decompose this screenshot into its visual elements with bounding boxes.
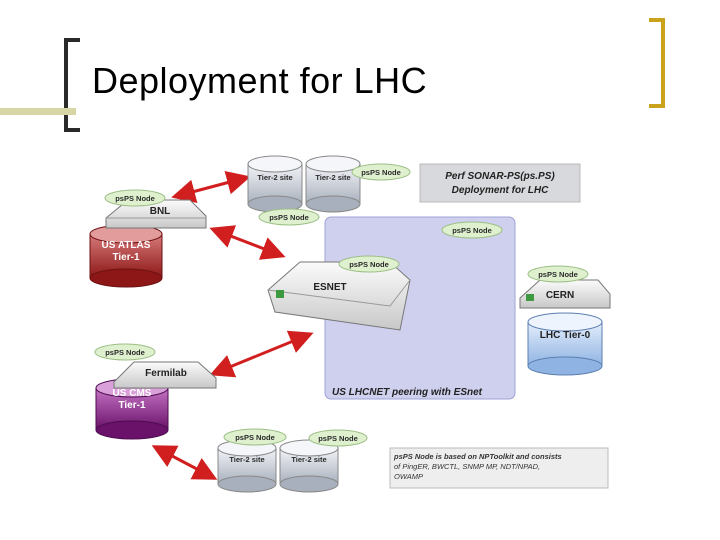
us-cms-label-line2: Tier-1 bbox=[118, 400, 145, 411]
ps-node-fermilab: psPS Node bbox=[94, 343, 156, 361]
lhc-tier0-label: LHC Tier-0 bbox=[540, 330, 591, 341]
diagram-title-line2: Deployment for LHC bbox=[452, 185, 549, 196]
tier2-bottom-left-label: Tier-2 site bbox=[229, 455, 264, 464]
ps-node-bottom-left: psPS Node bbox=[223, 428, 287, 446]
cern-router: CERN bbox=[519, 279, 611, 309]
us-atlas-label-line1: US ATLAS bbox=[102, 240, 151, 251]
ps-node-esnet-region-label: psPS Node bbox=[452, 226, 492, 235]
esnet-region-label: US LHCNET peering with ESnet bbox=[332, 387, 483, 398]
us-atlas-tier1-storage: US ATLAS Tier-1 bbox=[89, 224, 163, 288]
ps-node-mid-top-label: psPS Node bbox=[269, 213, 309, 222]
ps-node-bottom-right-label: psPS Node bbox=[318, 434, 358, 443]
diagram-title-line1: Perf SONAR-PS(ps.PS) bbox=[445, 171, 555, 182]
arrow-bnl-esnet bbox=[209, 225, 286, 260]
ps-node-bottom-left-label: psPS Node bbox=[235, 433, 275, 442]
bnl-router: BNL bbox=[105, 199, 207, 229]
ps-node-esnet-region: psPS Node bbox=[441, 221, 503, 239]
info-box: psPS Node is based on NPToolkit and cons… bbox=[389, 447, 609, 489]
bnl-label: BNL bbox=[150, 206, 171, 217]
info-line1: psPS Node is based on NPToolkit and cons… bbox=[393, 452, 562, 461]
ps-node-cern-label: psPS Node bbox=[538, 270, 578, 279]
lhc-tier0-storage: LHC Tier-0 bbox=[527, 312, 603, 376]
ps-node-bnl-label: psPS Node bbox=[115, 194, 155, 203]
right-bracket-decoration bbox=[649, 18, 665, 108]
slide-title: Deployment for LHC bbox=[92, 60, 428, 101]
ps-node-bnl: psPS Node bbox=[104, 189, 166, 207]
cern-label: CERN bbox=[546, 290, 574, 301]
connection-arrows bbox=[151, 171, 314, 480]
ps-node-esnet-label: psPS Node bbox=[349, 260, 389, 269]
info-line2: of PingER, BWCTL, SNMP MP, NDT/NPAD, bbox=[394, 462, 540, 471]
tier2-site-bottom-left: Tier-2 site bbox=[217, 439, 277, 493]
title-accent-stripe bbox=[0, 108, 76, 115]
esnet-router: ESNET bbox=[267, 261, 411, 331]
ps-node-fermilab-label: psPS Node bbox=[105, 348, 145, 357]
tier2-site-top-right: Tier-2 site bbox=[305, 155, 361, 213]
arrow-cms-tier2 bbox=[151, 445, 218, 480]
info-line3: OWAMP bbox=[394, 472, 423, 481]
ps-node-cern: psPS Node bbox=[527, 265, 589, 283]
fermilab-label: Fermilab bbox=[145, 368, 187, 379]
deployment-diagram: US LHCNET peering with ESnet Perf SONAR-… bbox=[89, 155, 611, 493]
ps-node-mid-top: psPS Node bbox=[258, 208, 320, 226]
ps-node-esnet: psPS Node bbox=[338, 255, 400, 273]
left-bracket-decoration bbox=[64, 38, 80, 132]
us-atlas-label-line2: Tier-1 bbox=[112, 252, 139, 263]
us-cms-label-line1: US CMS bbox=[113, 388, 152, 399]
tier2-bottom-right-label: Tier-2 site bbox=[291, 455, 326, 464]
tier2-site-bottom-right: Tier-2 site bbox=[279, 439, 339, 493]
tier2-top-right-label: Tier-2 site bbox=[315, 173, 350, 182]
arrow-bnl-tier2 bbox=[171, 171, 251, 203]
tier2-site-top-left: Tier-2 site bbox=[247, 155, 303, 213]
esnet-label: ESNET bbox=[313, 282, 346, 293]
ps-node-top-sites-label: psPS Node bbox=[361, 168, 401, 177]
diagram-title-box: Perf SONAR-PS(ps.PS) Deployment for LHC bbox=[419, 163, 581, 203]
arrow-fermilab-esnet bbox=[209, 330, 314, 378]
fermilab-router: Fermilab bbox=[113, 361, 217, 389]
tier2-top-left-label: Tier-2 site bbox=[257, 173, 292, 182]
ps-node-bottom-right: psPS Node bbox=[308, 429, 368, 447]
ps-node-top-sites: psPS Node bbox=[351, 163, 411, 181]
